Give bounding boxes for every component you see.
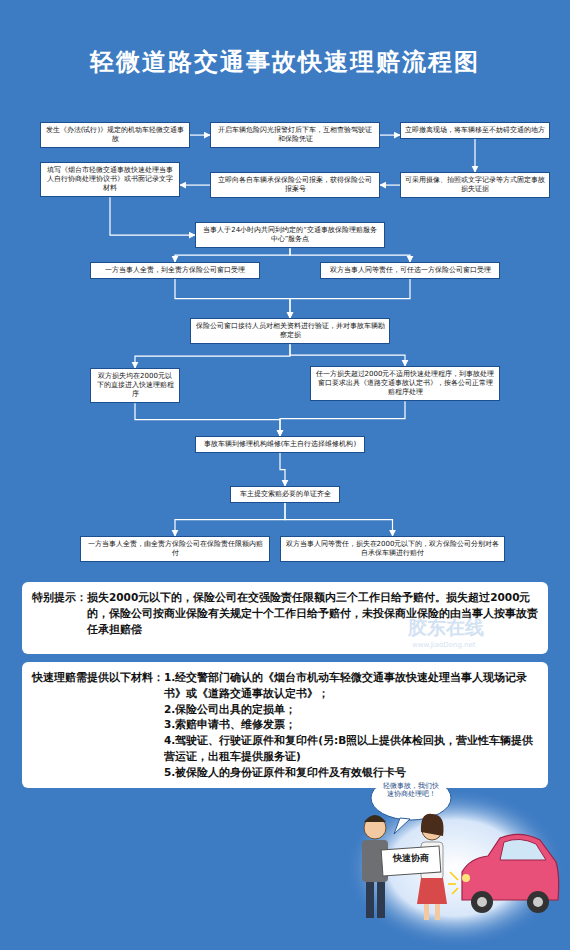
flow-arrow [285, 503, 393, 536]
flow-arrow [175, 279, 290, 318]
box-text: 发生《办法(试行)》规定的机动车轻微交通事故 [45, 126, 185, 144]
flow-arrow [175, 248, 290, 262]
flow-arrow [290, 344, 405, 366]
box-text: 开启车辆危险闪光报警灯后下车，互相查验驾驶证和保险凭证 [215, 126, 375, 144]
impact-mark [448, 872, 458, 894]
process-box: 一方当事人全责，由全责方保险公司在保险责任限额内赔付 [80, 536, 270, 562]
watermark: 胶东在线 [408, 616, 518, 639]
list-item: 4.驾驶证、行驶证原件和复印件(另:B照以上提供体检回执，营业性车辆提供营运证，… [164, 733, 538, 765]
box-text: 事故车辆到修理机构维修(车主自行选择维修机构) [200, 440, 360, 449]
car-wheel [527, 891, 549, 913]
flow-arrow [380, 184, 400, 185]
panel-heading: 特别提示： [32, 590, 87, 646]
speech-bubble [371, 776, 451, 820]
car-hub [533, 897, 543, 907]
box-text: 一方当事人全责，由全责方保险公司在保险责任限额内赔付 [85, 540, 265, 558]
flow-arrow [474, 139, 475, 172]
flow-arrow [280, 401, 405, 436]
leg [366, 882, 374, 918]
car-wheel [471, 891, 493, 913]
process-box: 立即撤离现场，将车辆移至不妨碍交通的地方 [400, 122, 550, 139]
flow-arrow [180, 184, 210, 185]
flow-arrow [135, 403, 280, 436]
car-window [500, 839, 546, 860]
sign-board [381, 846, 441, 876]
bubble-tail [394, 818, 410, 834]
process-box: 双方当事人同等责任，可任选一方保险公司窗口受理 [320, 262, 500, 279]
process-box: 一方当事人全责，到全责方保险公司窗口受理 [90, 262, 260, 279]
diagram-title: 轻微道路交通事故快速理赔流程图 [0, 46, 570, 78]
illustration-text: 快速协商 [384, 853, 438, 864]
process-box: 双方当事人同等责任，损失在2000元以下的，双方保险公司分别对各自承保车辆进行赔… [280, 536, 505, 562]
box-text: 双方当事人同等责任，可任选一方保险公司窗口受理 [325, 266, 495, 275]
box-text: 车主提交索赔必要的单证齐全 [235, 490, 335, 499]
panel-list: 1.经交警部门确认的《烟台市机动车轻微交通事故快速处理当事人现场记录书》或《道路… [164, 670, 538, 780]
flow-arrow [280, 453, 285, 486]
process-box: 事故车辆到修理机构维修(车主自行选择维修机构) [195, 436, 365, 453]
process-box: 车主提交索赔必要的单证齐全 [230, 486, 340, 503]
process-box: 可采用摄像、拍照或文字记录等方式固定事故损失证据 [400, 172, 550, 198]
flow-arrow [175, 503, 285, 536]
list-item: 5.被保险人的身份证原件和复印件及有效银行卡号 [164, 765, 538, 781]
flow-arrow [290, 248, 410, 262]
leg [424, 904, 429, 920]
flow-arrow [135, 344, 290, 368]
note-panel: 快速理赔需提供以下材料：1.经交警部门确认的《烟台市机动车轻微交通事故快速处理当… [22, 662, 548, 788]
hair [421, 814, 444, 836]
list-item: 1.经交警部门确认的《烟台市机动车轻微交通事故快速处理当事人现场记录书》或《道路… [164, 670, 538, 702]
process-box: 任一方损失超过2000元不适用快速处理程序，到事故处理窗口要求出具《道路交通事故… [310, 366, 500, 401]
process-box: 填写《烟台市轻微交通事故快速处理当事人自行协商处理协议书》或书面记录文字材料 [40, 162, 180, 197]
process-box: 开启车辆危险闪光报警灯后下车，互相查验驾驶证和保险凭证 [210, 122, 380, 148]
process-box: 当事人于24小时内共同到约定的“交通事故保险理赔服务中心”服务点 [195, 222, 385, 248]
process-box: 双方损失均在2000元以下的直接进入快速理赔程序 [90, 368, 180, 403]
car-light [462, 874, 470, 882]
list-item: 2.保险公司出具的定损单； [164, 702, 538, 718]
illustration-text: 轻微事故，我们快速协商处理吧！ [380, 783, 442, 799]
box-text: 填写《烟台市轻微交通事故快速处理当事人自行协商处理协议书》或书面记录文字材料 [45, 166, 175, 193]
box-text: 双方损失均在2000元以下的直接进入快速理赔程序 [95, 372, 175, 399]
box-text: 立即撤离现场，将车辆移至不妨碍交通的地方 [405, 126, 545, 135]
process-box: 立即向各自车辆承保保险公司报案，获得保险公司报案号 [210, 172, 380, 198]
process-box: 保险公司窗口接待人员对相关资料进行验证，并对事故车辆勘察定损 [190, 318, 390, 344]
panel-heading: 快速理赔需提供以下材料： [32, 670, 164, 780]
box-text: 一方当事人全责，到全责方保险公司窗口受理 [95, 266, 255, 275]
flow-arrow [110, 197, 195, 235]
box-text: 任一方损失超过2000元不适用快速处理程序，到事故处理窗口要求出具《道路交通事故… [315, 370, 495, 397]
process-box: 发生《办法(试行)》规定的机动车轻微交通事故 [40, 122, 190, 148]
flow-arrow [190, 134, 210, 135]
car-body [462, 834, 559, 900]
box-text: 立即向各自车辆承保保险公司报案，获得保险公司报案号 [215, 176, 375, 194]
skirt [417, 878, 447, 904]
car [448, 834, 559, 913]
glow [345, 788, 565, 948]
leg [435, 904, 440, 920]
car-hub [477, 897, 487, 907]
flow-arrow [290, 279, 410, 318]
box-text: 保险公司窗口接待人员对相关资料进行验证，并对事故车辆勘察定损 [195, 322, 385, 340]
box-text: 当事人于24小时内共同到约定的“交通事故保险理赔服务中心”服务点 [200, 226, 380, 244]
list-item: 3.索赔申请书、维修发票； [164, 717, 538, 733]
leg [377, 882, 385, 918]
watermark: www.JiaoDong.net [412, 641, 522, 649]
box-text: 可采用摄像、拍照或文字记录等方式固定事故损失证据 [405, 176, 545, 194]
hair [364, 815, 386, 822]
box-text: 双方当事人同等责任，损失在2000元以下的，双方保险公司分别对各自承保车辆进行赔… [285, 540, 500, 558]
flow-arrow [380, 134, 400, 135]
